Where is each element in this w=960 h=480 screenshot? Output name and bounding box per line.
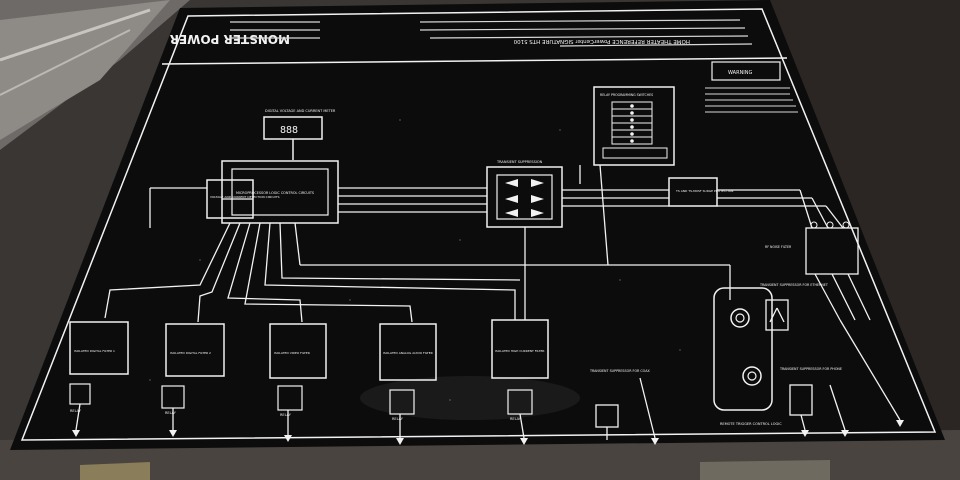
trigger-box xyxy=(713,287,773,411)
filter-relay-2: RELAY xyxy=(165,411,177,415)
relay-programming-box xyxy=(593,86,675,166)
relay-switch-dots xyxy=(630,104,634,143)
trigger-jack-bottom xyxy=(742,366,762,386)
surge-center-label: TRANSIENT SUPPRESSION xyxy=(496,160,543,164)
filter-box-1: ISOLATED DIGITAL FILTER 1 RELAY xyxy=(69,321,129,437)
brand: MONSTER POWER xyxy=(170,32,290,46)
meter-digits: 888 xyxy=(280,125,298,136)
filter-title-2: ISOLATED DIGITAL FILTER 2 xyxy=(170,351,211,355)
trigger-jack-top-inner xyxy=(735,313,745,323)
filter-routing xyxy=(104,222,521,323)
filter-relay-4: RELAY xyxy=(392,417,404,421)
filter-relay-5: RELAY xyxy=(510,417,522,421)
filter-box-3: ISOLATED VIDEO FILTER RELAY xyxy=(269,323,327,442)
filter-title-3: ISOLATED VIDEO FILTER xyxy=(274,351,310,355)
filter-title-5: ISOLATED HIGH CURRENT FILTER xyxy=(495,349,544,353)
rf-label: RF NOISE FILTER xyxy=(765,245,792,249)
ethernet-suppressor xyxy=(765,299,789,331)
warning-box xyxy=(711,61,781,81)
relay-switch-grid xyxy=(602,101,668,159)
micro-label: MICROPROCESSOR LOGIC CONTROL CIRCUITS xyxy=(236,191,314,195)
filter-box-4: ISOLATED ANALOG AUDIO FILTER RELAY xyxy=(379,323,437,445)
magazine-edge xyxy=(0,8,151,62)
coax-suppressor xyxy=(595,377,656,440)
trigger-label: REMOTE TRIGGER CONTROL LOGIC xyxy=(720,422,782,426)
panel-border xyxy=(20,8,937,441)
warning-fineprint xyxy=(705,87,798,113)
coax-arrow xyxy=(651,438,659,445)
surge-center-diodes xyxy=(505,179,544,217)
bottom-arrows-right xyxy=(801,420,904,437)
coax-label: TRANSIENT SUPPRESSOR FOR COAX xyxy=(589,369,650,373)
ethernet-label: TRANSIENT SUPPRESSOR FOR ETHERNET xyxy=(759,283,829,287)
trigger-jack-top xyxy=(730,308,750,328)
model-line: HOME THEATER REFERENCE PowerCenter SIGNA… xyxy=(513,38,690,44)
phone-suppressor xyxy=(789,384,846,431)
filter-title-4: ISOLATED ANALOG AUDIO FILTER xyxy=(383,351,433,355)
surge-right-box xyxy=(668,177,718,207)
meter-label: DIGITAL VOLTAGE AND CURRENT METER xyxy=(265,109,336,113)
rf-coil-circles xyxy=(810,221,850,229)
detection-label: VOLTAGE AND CURRENT DETECTION CIRCUITS xyxy=(210,195,280,199)
header-fineprint xyxy=(230,19,753,47)
bus-lines xyxy=(149,164,826,320)
filter-title-1: ISOLATED DIGITAL FILTER 1 xyxy=(74,349,115,353)
magazines-left xyxy=(0,0,170,140)
relay-programming-title: RELAY PROGRAMMING SWITCHES xyxy=(600,93,653,97)
header-text-group: MONSTER POWER HOME THEATER REFERENCE Pow… xyxy=(170,32,690,46)
light-glare xyxy=(360,376,580,420)
trigger-jack-bottom-inner xyxy=(747,371,757,381)
magazine-edge-2 xyxy=(0,29,131,96)
connectors-bottom xyxy=(80,462,150,480)
filter-relay-1: RELAY xyxy=(70,409,82,413)
connectors-bottom-2 xyxy=(700,460,830,480)
rf-filter-group xyxy=(799,189,901,421)
warning-label: WARNING xyxy=(728,70,753,76)
filter-box-2: ISOLATED DIGITAL FILTER 2 RELAY xyxy=(161,323,225,437)
surge-right-label: TS AND TS-MOSF SURGE PROTECTION xyxy=(675,189,733,193)
surge-center-inner xyxy=(496,174,553,220)
micro-box-inner xyxy=(231,168,329,216)
phone-label: TRANSIENT SUPPRESSOR FOR PHONE xyxy=(779,367,842,371)
filter-box-5: ISOLATED HIGH CURRENT FILTER RELAY xyxy=(491,319,549,445)
panel-speckles xyxy=(149,119,681,401)
filter-relay-3: RELAY xyxy=(280,413,292,417)
header-divider xyxy=(161,57,788,65)
